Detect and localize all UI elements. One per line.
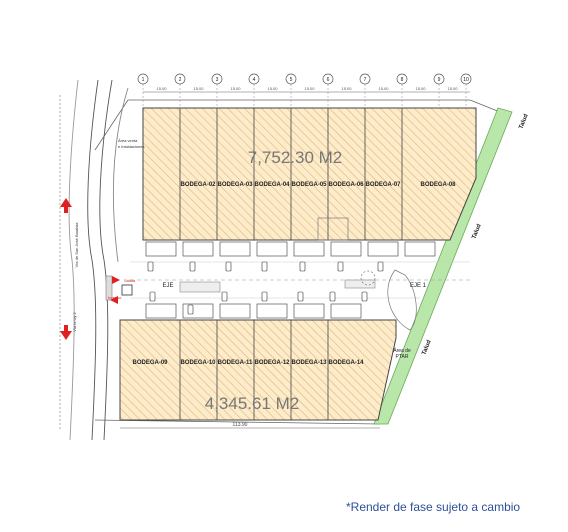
access-label: Ingreso	[108, 295, 122, 300]
grid-marker-label: 4	[253, 77, 256, 83]
grid-marker-label: 10	[463, 77, 469, 83]
bodega-label: BODEGA-11	[218, 360, 253, 366]
parked-cars	[147, 261, 384, 315]
footnote: *Render de fase sujeto a cambio	[346, 500, 521, 514]
road-label: Vía la Uy 2	[72, 311, 77, 331]
bodega-label: BODEGA-13	[291, 360, 327, 366]
bottom-warehouse-block	[119, 319, 397, 421]
grid-marker-label: 7	[364, 77, 367, 83]
bottom-dimension-label: 113.90	[233, 422, 248, 428]
column-spacing-label: 15.00	[193, 86, 204, 91]
column-spacing-label: 15.00	[156, 86, 167, 91]
column-spacing-label: 15.00	[415, 86, 426, 91]
bodega-label: BODEGA-05	[291, 182, 327, 188]
top-loading-docks	[145, 217, 436, 257]
slope-label: Talud	[471, 223, 483, 240]
slope-label: Talud	[421, 339, 433, 356]
bodega-label: BODEGA-12	[254, 360, 290, 366]
central-yard	[130, 261, 470, 299]
road-label: Vía de San José Bautista	[74, 222, 79, 268]
slope-label: Talud	[518, 113, 530, 130]
column-spacing-label: 15.00	[304, 86, 315, 91]
bodega-label: BODEGA-14	[328, 360, 364, 366]
bodega-label: BODEGA-03	[217, 182, 253, 188]
annex-label: Área venta	[118, 138, 138, 143]
column-spacing-label: 15.00	[447, 86, 458, 91]
eje-label: EJE	[162, 283, 173, 289]
column-spacing-label: 15.00	[230, 86, 241, 91]
area-bottom-label: 4,345.61 M2	[205, 394, 300, 413]
grid-marker-label: 8	[401, 77, 404, 83]
access-arrows	[60, 198, 120, 340]
access-road	[68, 79, 129, 441]
bodega-label: BODEGA-06	[328, 182, 364, 188]
grid-marker-label: 1	[142, 77, 145, 83]
ptar-label: Área de	[393, 347, 411, 354]
column-spacing-label: 15.00	[341, 86, 352, 91]
grid-marker-label: 9	[438, 77, 441, 83]
bodega-label: BODEGA-02	[180, 182, 216, 188]
entrance-gate	[105, 275, 133, 301]
bottom-loading-docks	[145, 303, 362, 319]
bodega-label: BODEGA-04	[254, 182, 290, 188]
column-spacing-label: 15.00	[267, 86, 278, 91]
bodega-label: BODEGA-07	[365, 182, 401, 188]
grid-marker-label: 5	[290, 77, 293, 83]
bodega-label: BODEGA-09	[132, 360, 168, 366]
grid-marker-label: 3	[216, 77, 219, 83]
area-top-label: 7,752.30 M2	[248, 148, 343, 167]
grid-marker-label: 6	[327, 77, 330, 83]
annex-label: e instalaciones	[118, 144, 144, 149]
grid-marker-label: 2	[179, 77, 182, 83]
ptar-area	[360, 269, 417, 331]
access-label: Salida	[124, 278, 136, 283]
bodega-label: BODEGA-10	[180, 360, 216, 366]
ptar-label: PTAR	[396, 354, 409, 360]
bodega-label: BODEGA-08	[420, 182, 456, 188]
top-warehouse-block	[142, 107, 477, 241]
eje-label: EJE 1	[410, 283, 427, 289]
column-spacing-label: 15.00	[378, 86, 389, 91]
bottom-bay-dividers	[179, 320, 329, 420]
